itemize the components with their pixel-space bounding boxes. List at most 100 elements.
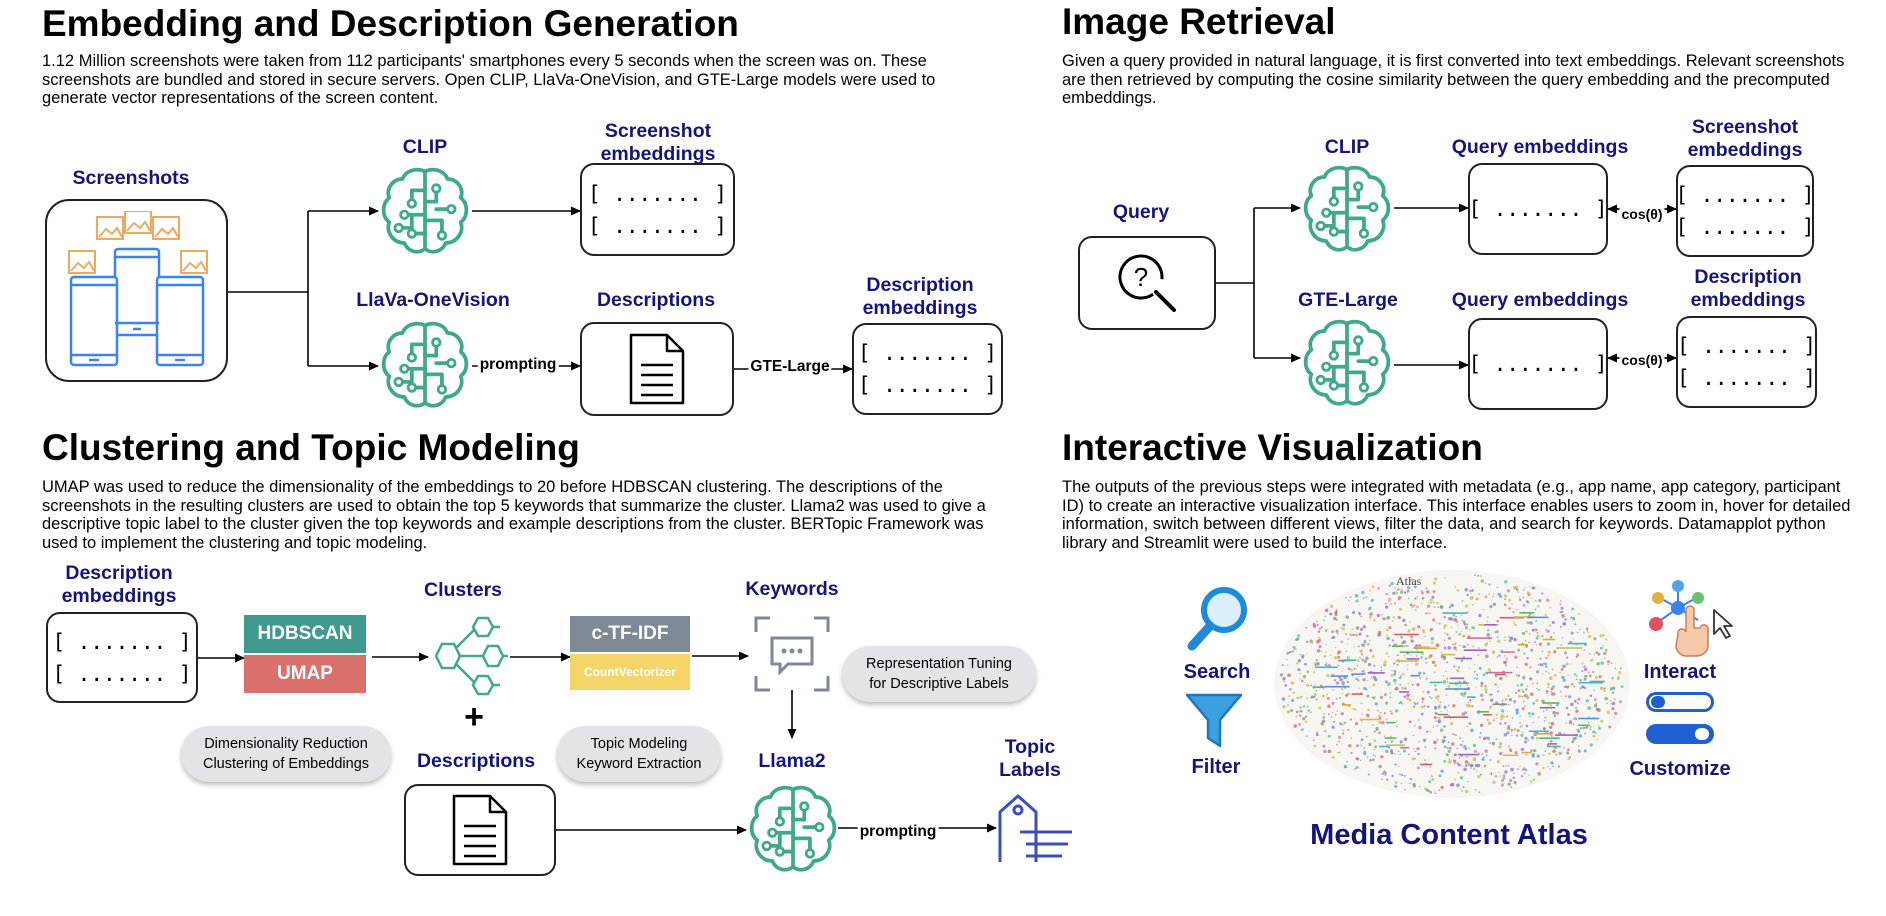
atlas-topic-mark xyxy=(1385,721,1396,724)
atlas-point xyxy=(1581,670,1584,673)
atlas-point xyxy=(1565,662,1569,666)
clusters-label: Clusters xyxy=(423,579,503,601)
atlas-point xyxy=(1315,697,1319,701)
atlas-point xyxy=(1431,777,1435,782)
atlas-point xyxy=(1309,639,1313,644)
atlas-point xyxy=(1322,744,1326,748)
atlas-point xyxy=(1524,705,1526,708)
atlas-point xyxy=(1512,776,1515,780)
atlas-point xyxy=(1414,757,1416,760)
atlas-point xyxy=(1516,768,1519,771)
atlas-point xyxy=(1436,738,1439,742)
atlas-point xyxy=(1443,615,1447,619)
atlas-point xyxy=(1396,720,1398,722)
atlas-point xyxy=(1394,671,1397,674)
atlas-point xyxy=(1393,752,1395,755)
atlas-topic-mark xyxy=(1384,737,1397,739)
atlas-point xyxy=(1339,679,1342,682)
atlas-point xyxy=(1556,703,1559,707)
media-content-atlas-map[interactable]: Atlas xyxy=(1274,570,1630,798)
atlas-point xyxy=(1409,578,1413,582)
atlas-point xyxy=(1484,595,1488,599)
screenshots-icon xyxy=(67,210,208,366)
atlas-point xyxy=(1466,725,1469,728)
atlas-point xyxy=(1610,703,1612,705)
atlas-point xyxy=(1348,744,1352,748)
atlas-point xyxy=(1538,716,1540,718)
atlas-point xyxy=(1550,761,1554,765)
atlas-point xyxy=(1611,691,1615,694)
query-node[interactable]: ? xyxy=(1078,236,1216,330)
interact-hand-icon[interactable] xyxy=(1640,578,1736,660)
atlas-point xyxy=(1527,739,1530,742)
atlas-point xyxy=(1436,725,1438,727)
atlas-point xyxy=(1511,717,1514,719)
search-icon[interactable] xyxy=(1184,584,1250,652)
atlas-point xyxy=(1327,704,1331,708)
atlas-point xyxy=(1474,763,1479,768)
topic-modeling-pill: Topic Modeling Keyword Extraction xyxy=(557,726,721,782)
atlas-point xyxy=(1413,701,1415,704)
atlas-point xyxy=(1553,650,1557,654)
atlas-point xyxy=(1403,774,1406,777)
atlas-point xyxy=(1363,640,1367,644)
atlas-point xyxy=(1336,632,1339,635)
atlas-point xyxy=(1387,615,1391,619)
embedding-row: [ ....... ] xyxy=(1676,366,1817,390)
atlas-point xyxy=(1507,782,1511,786)
atlas-point xyxy=(1313,744,1317,748)
atlas-point xyxy=(1480,681,1484,685)
filter-icon[interactable] xyxy=(1184,692,1244,750)
svg-text:?: ? xyxy=(1134,262,1148,292)
atlas-point xyxy=(1533,586,1536,590)
atlas-point xyxy=(1507,726,1511,730)
atlas-topic-mark xyxy=(1538,737,1560,739)
atlas-point xyxy=(1508,639,1512,643)
atlas-point xyxy=(1596,739,1599,741)
atlas-point xyxy=(1592,670,1595,674)
atlas-point xyxy=(1418,671,1422,675)
atlas-point xyxy=(1400,590,1404,594)
atlas-point xyxy=(1342,623,1346,627)
atlas-point xyxy=(1450,603,1454,607)
atlas-point xyxy=(1510,728,1514,732)
atlas-point xyxy=(1306,705,1309,708)
atlas-point xyxy=(1410,695,1413,697)
atlas-point xyxy=(1531,754,1535,758)
atlas-point xyxy=(1577,697,1581,701)
atlas-point xyxy=(1439,704,1441,706)
atlas-point xyxy=(1386,778,1389,781)
atlas-topic-mark xyxy=(1542,638,1556,641)
atlas-point xyxy=(1408,698,1412,702)
atlas-point xyxy=(1378,714,1381,718)
atlas-point xyxy=(1396,654,1399,657)
atlas-point xyxy=(1355,626,1360,630)
atlas-point xyxy=(1376,709,1379,712)
atlas-point xyxy=(1473,663,1476,666)
toggle-switch-2[interactable] xyxy=(1646,724,1714,744)
media-content-atlas-title: Media Content Atlas xyxy=(1310,819,1588,851)
atlas-point xyxy=(1604,697,1608,701)
atlas-point xyxy=(1503,639,1506,642)
atlas-topic-mark xyxy=(1476,711,1490,713)
atlas-point xyxy=(1491,650,1496,654)
atlas-point xyxy=(1362,678,1366,682)
atlas-point xyxy=(1436,601,1439,605)
atlas-point xyxy=(1592,734,1595,738)
atlas-point xyxy=(1459,644,1461,647)
atlas-point xyxy=(1335,697,1338,700)
atlas-point xyxy=(1583,686,1587,690)
atlas-point xyxy=(1426,730,1429,733)
atlas-point xyxy=(1316,731,1319,734)
atlas-point xyxy=(1434,684,1437,687)
atlas-point xyxy=(1316,640,1320,644)
atlas-point xyxy=(1516,585,1519,588)
atlas-point xyxy=(1468,747,1470,750)
atlas-point xyxy=(1589,726,1592,728)
atlas-point xyxy=(1470,767,1472,769)
atlas-point xyxy=(1503,733,1508,737)
toggle-switch-1[interactable] xyxy=(1646,692,1714,712)
atlas-point xyxy=(1479,736,1481,739)
atlas-point xyxy=(1336,743,1339,746)
atlas-point xyxy=(1581,662,1584,665)
